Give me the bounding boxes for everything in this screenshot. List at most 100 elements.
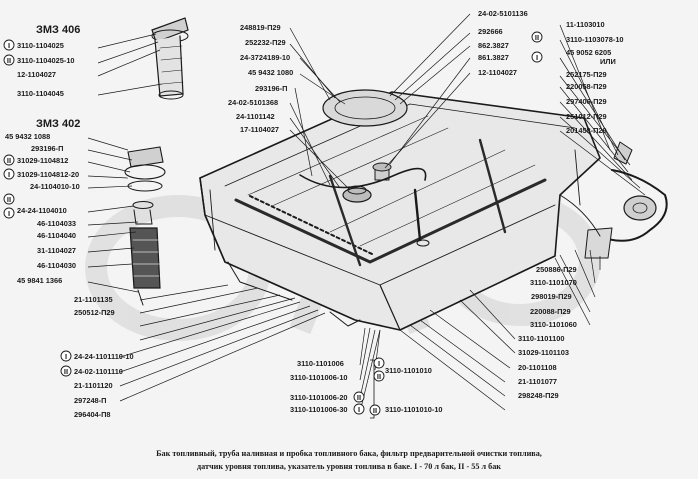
part-label: 17-1104027	[240, 125, 279, 134]
part-label: 24-24-1104010	[17, 206, 67, 215]
part-label: 252175-П29	[566, 70, 607, 79]
part-label: 220058-П29	[566, 82, 607, 91]
part-label: 298248-П29	[518, 391, 559, 400]
svg-text:II: II	[7, 156, 11, 165]
engine-heading-zmz402: ЗМЗ 402	[36, 118, 80, 130]
part-label: 20-1101108	[518, 363, 557, 372]
part-label: 3110-1103078-10	[566, 35, 624, 44]
part-label: 250886-П29	[536, 265, 577, 274]
part-label: 3110-1104045	[17, 89, 64, 98]
part-label: 24-02-5101368	[228, 98, 278, 107]
part-label: 24-24-1101110-10	[74, 352, 134, 361]
part-label: 3110-1101010	[385, 366, 432, 375]
part-number-labels: 3110-1104025 3110-1104025-10 12-1104027 …	[5, 9, 624, 419]
part-label: 31029-1101103	[518, 348, 569, 357]
part-label: 45 9432 1088	[5, 132, 50, 141]
part-label: 21-1101120	[74, 381, 113, 390]
part-label: 251012-П29	[566, 112, 607, 121]
part-label: 46-1104040	[37, 231, 76, 240]
part-label: 24-3724189-10	[240, 53, 290, 62]
filler-neck-assembly	[151, 17, 189, 100]
svg-text:II: II	[7, 195, 11, 204]
part-label: 293196-П	[31, 144, 63, 153]
part-label: 861.3827	[478, 53, 509, 62]
engine-heading-zmz406: ЗМЗ 406	[36, 24, 80, 36]
marker-ii: II	[369, 404, 381, 416]
svg-text:I: I	[8, 41, 10, 50]
part-label: 201458-П29	[566, 126, 607, 135]
part-label: 45 9432 1080	[248, 68, 293, 77]
svg-text:II: II	[357, 393, 361, 402]
part-label: 24-02-5101136	[478, 9, 528, 18]
part-label: 250512-П29	[74, 308, 115, 317]
part-label: 293196-П	[255, 84, 287, 93]
part-label: 31029-1104812-20	[17, 170, 79, 179]
caption-line-1: Бак топливный, труба наливная и пробка т…	[156, 449, 542, 458]
svg-text:II: II	[7, 56, 11, 65]
marker-i: I	[531, 51, 543, 63]
part-label: 21-1101077	[518, 377, 557, 386]
part-label: ИЛИ	[600, 57, 616, 66]
part-label: 3110-1101070	[530, 278, 577, 287]
part-label: 248819-П29	[240, 23, 281, 32]
svg-text:I: I	[378, 359, 380, 368]
part-label: 220088-П29	[530, 307, 571, 316]
part-label: 3110-1104025	[17, 41, 64, 50]
part-label: 3110-1101006-20	[290, 393, 348, 402]
part-label: 3110-1101006-10	[290, 373, 348, 382]
marker-ii: II	[353, 391, 365, 403]
part-label: 297406-П29	[566, 97, 607, 106]
part-label: 24-1104010-10	[30, 182, 80, 191]
part-label: 292666	[478, 27, 503, 36]
part-label: 862.3827	[478, 41, 509, 50]
marker-i: I	[60, 350, 72, 362]
part-label: 24-02-1101110	[74, 367, 123, 376]
marker-i: I	[3, 168, 15, 180]
svg-text:I: I	[8, 170, 10, 179]
part-label: 297248-П	[74, 396, 106, 405]
part-label: 46-1104030	[37, 261, 76, 270]
leader-lines	[87, 13, 646, 413]
part-label: 3110-1101060	[530, 320, 577, 329]
fuel-tank	[199, 89, 668, 331]
marker-i: I	[353, 403, 365, 415]
svg-text:II: II	[377, 372, 381, 381]
marker-ii: II	[60, 365, 72, 377]
marker-ii: II	[373, 370, 385, 382]
part-label: 11-1103010	[566, 20, 605, 29]
part-label: 3110-1101100	[518, 334, 564, 343]
marker-ii: II	[3, 193, 15, 205]
variant-markers: I II II I II I II I I II I II II I II	[3, 31, 543, 416]
svg-text:I: I	[8, 209, 10, 218]
marker-i: I	[373, 357, 385, 369]
part-label: 3110-1101010-10	[385, 405, 443, 414]
svg-text:I: I	[65, 352, 67, 361]
part-label: 252232-П29	[245, 38, 286, 47]
svg-text:I: I	[358, 405, 360, 414]
part-label: 3110-1101006	[297, 359, 344, 368]
part-label: 31-1104027	[37, 246, 76, 255]
variant-bracket	[370, 359, 375, 419]
svg-text:II: II	[64, 367, 68, 376]
part-label: 46-1104033	[37, 219, 76, 228]
part-label: 45 9841 1366	[17, 276, 62, 285]
marker-i: I	[3, 207, 15, 219]
part-label: 45 9052 6205	[566, 48, 611, 57]
marker-ii: II	[3, 154, 15, 166]
part-label: 3110-1101006-30	[290, 405, 348, 414]
marker-i: I	[3, 39, 15, 51]
part-label: 3110-1104025-10	[17, 56, 75, 65]
marker-ii: II	[3, 54, 15, 66]
part-label: 12-1104027	[17, 70, 56, 79]
svg-text:I: I	[536, 53, 538, 62]
fuel-gauge-sender	[124, 146, 166, 306]
part-label: 24-1101142	[236, 112, 275, 121]
part-label: 21-1101135	[74, 295, 113, 304]
part-label: 31029-1104812	[17, 156, 68, 165]
svg-text:II: II	[535, 33, 539, 42]
part-label: 12-1104027	[478, 68, 517, 77]
marker-ii: II	[531, 31, 543, 43]
part-label: 296404-П8	[74, 410, 111, 419]
part-label: 298019-П29	[531, 292, 572, 301]
